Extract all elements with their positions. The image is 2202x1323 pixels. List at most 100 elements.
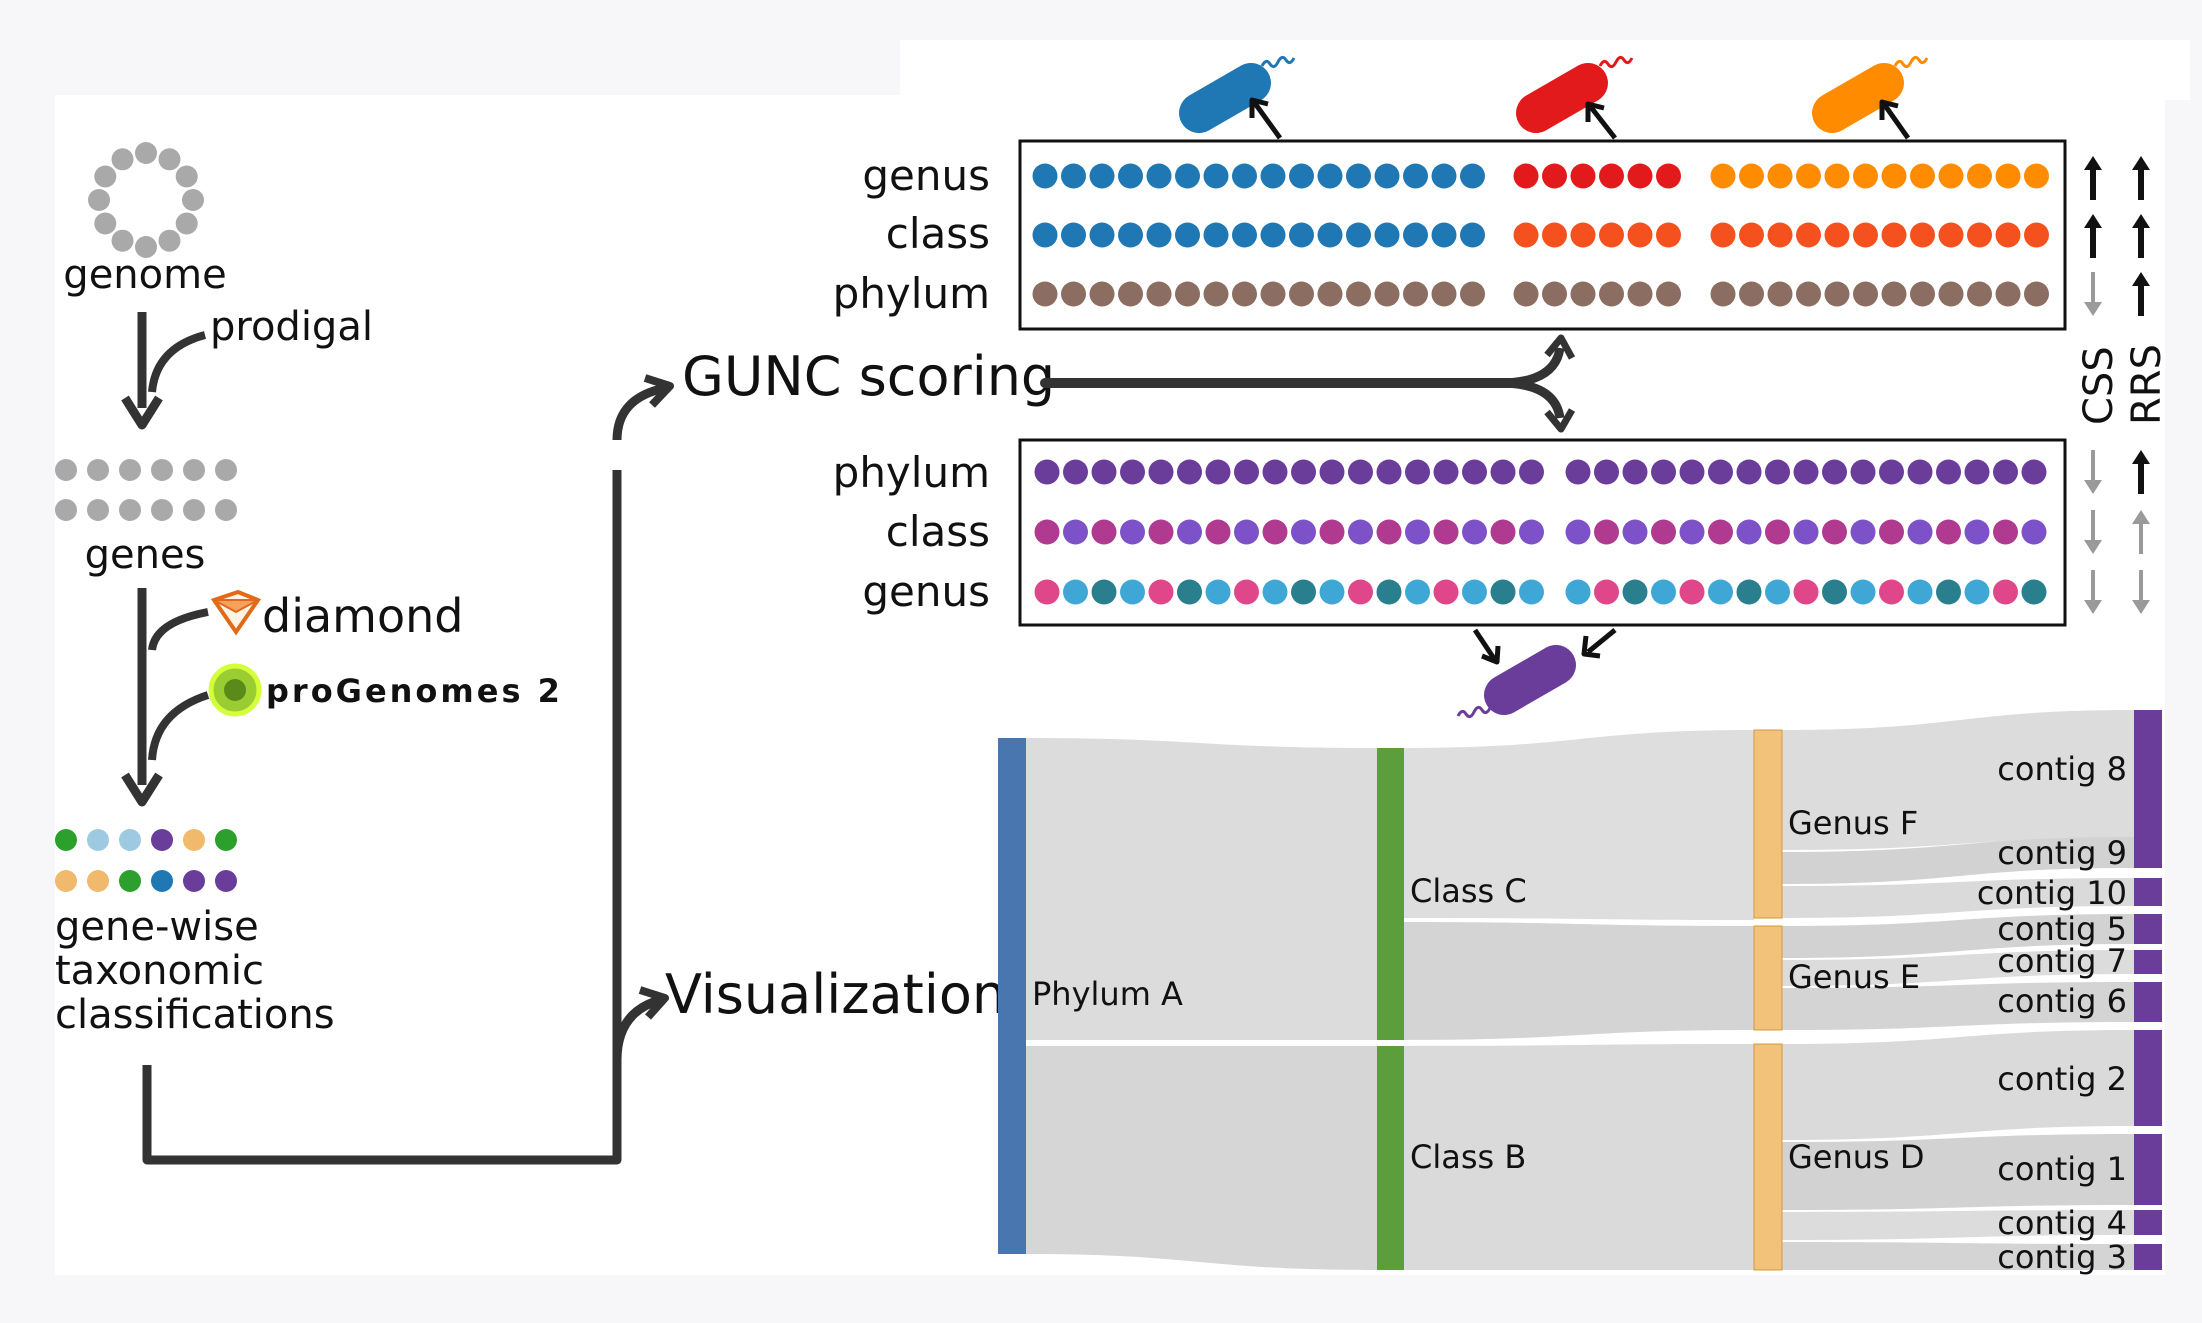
bottom-panel-dot bbox=[1291, 519, 1316, 545]
bottom-panel-dot bbox=[1907, 459, 1933, 485]
bottom-panel-dot bbox=[1291, 459, 1316, 485]
gene-dot bbox=[215, 499, 237, 521]
top-panel-dot bbox=[1317, 222, 1343, 248]
top-panel-dot bbox=[1656, 281, 1681, 307]
bottom-panel-dot bbox=[1993, 579, 2018, 605]
css-score-label: CSS bbox=[2076, 346, 2122, 425]
flow-classc-genuse bbox=[1404, 922, 1754, 1040]
top-panel-dot bbox=[1403, 281, 1428, 307]
top-panel-dot bbox=[1146, 281, 1172, 307]
bottom-panel-dot bbox=[1964, 579, 1990, 605]
node-contig-2 bbox=[2134, 1030, 2162, 1126]
bottom-panel-dot bbox=[1405, 519, 1430, 545]
bottom-panel-dot bbox=[1234, 459, 1259, 485]
top-panel-dot bbox=[1460, 281, 1485, 307]
top-panel-dot bbox=[2024, 222, 2049, 248]
bottom-panel-dot bbox=[1993, 519, 2018, 545]
bottom-panel-dot bbox=[1936, 579, 1961, 605]
bottom-panel-dot bbox=[1490, 459, 1516, 485]
node-phylum-a bbox=[998, 738, 1026, 1254]
top-panel-dot bbox=[1175, 281, 1200, 307]
bottom-panel-dot bbox=[1462, 519, 1487, 545]
node-contig-10 bbox=[2134, 878, 2162, 906]
bottom-panel-dot bbox=[1519, 579, 1544, 605]
score-up-arrowhead bbox=[2084, 156, 2102, 170]
bottom-panel-dot bbox=[1622, 519, 1648, 545]
bottom-panel-dot bbox=[1120, 579, 1145, 605]
bottom-panel-dot bbox=[1936, 519, 1961, 545]
gene-dot bbox=[215, 459, 237, 481]
label-contig-9: contig 9 bbox=[1997, 834, 2127, 872]
bottom-panel-dot bbox=[1405, 459, 1430, 485]
bottom-panel-dot bbox=[1850, 459, 1876, 485]
visualization-label: Visualization bbox=[665, 963, 1006, 1026]
bottom-panel-dot bbox=[1679, 579, 1705, 605]
top-panel-dot bbox=[1796, 281, 1821, 307]
diamond-label: diamond bbox=[262, 589, 463, 643]
score-down-arrowhead bbox=[2132, 600, 2150, 614]
genome-ring-icon bbox=[88, 142, 204, 258]
bottom-panel-dot bbox=[1376, 519, 1402, 545]
label-contig-4: contig 4 bbox=[1997, 1204, 2127, 1242]
classification-label-line3: classifications bbox=[55, 992, 335, 1038]
genome-ring-dot bbox=[111, 229, 134, 252]
top-panel-dot bbox=[1710, 281, 1736, 307]
bottom-panel-dot bbox=[1519, 519, 1544, 545]
top-panel-dot bbox=[1317, 281, 1343, 307]
flow-classb-genusd bbox=[1404, 1044, 1754, 1270]
flow-genusf-contig10 bbox=[1782, 878, 2134, 918]
genes-to-classifications-arrow bbox=[121, 588, 210, 807]
bottom-panel-dot bbox=[1651, 519, 1676, 545]
top-panel-dot bbox=[1032, 281, 1058, 307]
bottom-panel-gene-dots bbox=[1034, 459, 2047, 605]
classification-dot bbox=[87, 829, 109, 851]
classification-dots-icon bbox=[55, 829, 237, 892]
node-genus-f bbox=[1753, 729, 1783, 919]
bottom-panel-dot bbox=[1708, 519, 1733, 545]
scoring-split-arrow bbox=[1040, 334, 1576, 433]
label-phylum-a: Phylum A bbox=[1032, 975, 1183, 1013]
top-panel-dot bbox=[1627, 281, 1653, 307]
top-panel-dot bbox=[1967, 222, 1992, 248]
bottom-panel-dot bbox=[1907, 519, 1933, 545]
flow-genusd-contig1 bbox=[1782, 1134, 2134, 1210]
bottom-panel-dot bbox=[1736, 519, 1762, 545]
top-panel-dot bbox=[1032, 163, 1058, 189]
flow-genuse-contig6 bbox=[1782, 982, 2134, 1030]
top-panel-dot bbox=[1118, 281, 1143, 307]
flow-phylum-classb bbox=[1026, 1046, 1377, 1270]
bottom-panel-dot bbox=[1490, 579, 1516, 605]
flow-genuse-contig5 bbox=[1782, 914, 2134, 958]
top-panel-dot bbox=[1431, 281, 1457, 307]
bottom-panel-dot bbox=[1091, 519, 1117, 545]
flow-genusd-contig4 bbox=[1782, 1210, 2134, 1240]
bacterium-pointer-arrows bbox=[1249, 97, 1911, 665]
top-panel-dot bbox=[1767, 163, 1793, 189]
top-panel-dot bbox=[1118, 163, 1143, 189]
flow-genuse-contig7 bbox=[1782, 950, 2134, 986]
bottom-panel-dot bbox=[1736, 579, 1762, 605]
top-panel-dot bbox=[1061, 163, 1086, 189]
top-panel-dot bbox=[1513, 163, 1539, 189]
top-panel-dot bbox=[1431, 222, 1457, 248]
genome-ring-dot bbox=[158, 229, 181, 252]
genome-to-genes-arrow bbox=[121, 312, 207, 430]
top-panel-dot bbox=[1260, 281, 1286, 307]
gene-dot bbox=[119, 459, 141, 481]
top-panel-dot bbox=[2024, 163, 2049, 189]
flow-genusf-contig9 bbox=[1782, 837, 2134, 884]
bottom-panel-dot bbox=[1034, 519, 1060, 545]
bottom-panel-dot bbox=[1433, 519, 1459, 545]
pipeline-branch-arrow bbox=[142, 374, 674, 1165]
node-genus-d bbox=[1753, 1043, 1783, 1271]
classification-dot bbox=[119, 870, 141, 892]
label-genus-d: Genus D bbox=[1788, 1138, 1925, 1176]
bottom-panel-dot bbox=[1462, 459, 1487, 485]
classification-dot bbox=[215, 829, 237, 851]
bottom-panel-dot bbox=[1850, 579, 1876, 605]
flow-genusd-contig2 bbox=[1782, 1030, 2134, 1140]
bottom-panel-dot bbox=[1319, 459, 1345, 485]
top-panel-dot bbox=[1767, 281, 1793, 307]
genome-ring-dot bbox=[88, 189, 110, 211]
bottom-panel-dot bbox=[1964, 459, 1990, 485]
